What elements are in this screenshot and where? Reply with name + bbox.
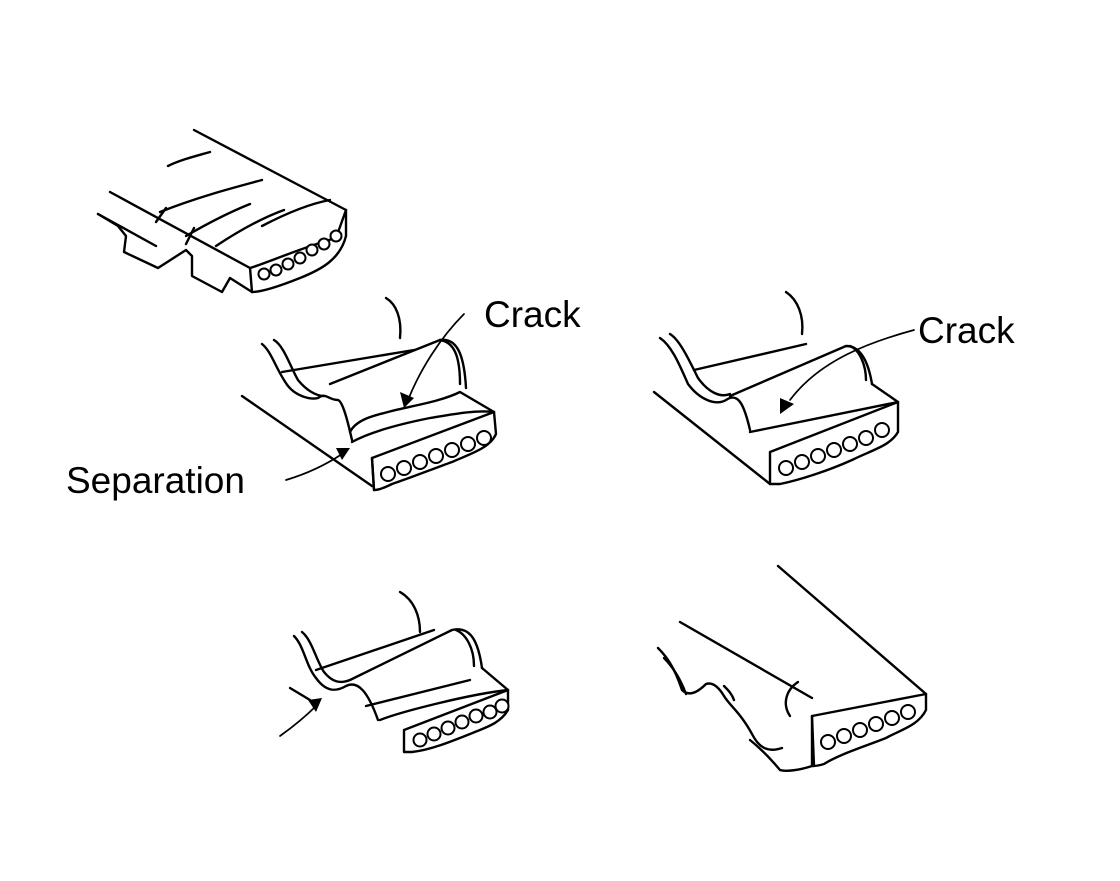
tension-cords xyxy=(380,430,492,482)
separation-label: Separation xyxy=(66,460,245,501)
separation-arrowhead xyxy=(336,448,350,460)
tension-cords xyxy=(820,704,916,750)
tension-cords xyxy=(778,422,890,476)
crack-label-left: Crack xyxy=(484,294,581,335)
belt-crack-separation xyxy=(240,296,498,492)
crack-leader-line xyxy=(407,313,465,401)
crack-label-right: Crack xyxy=(918,310,1015,351)
belt-side-wear xyxy=(279,590,510,754)
crack-leader-line xyxy=(789,329,915,401)
tension-cords xyxy=(412,698,510,748)
belt-tooth-crack xyxy=(652,290,915,486)
crack-arrowhead xyxy=(400,392,414,408)
separation-leader-line xyxy=(285,453,343,481)
belt-worn-back xyxy=(656,564,928,772)
tension-cords xyxy=(257,229,343,281)
crack-arrowhead xyxy=(780,398,794,414)
belt-worn-teeth xyxy=(96,128,348,294)
